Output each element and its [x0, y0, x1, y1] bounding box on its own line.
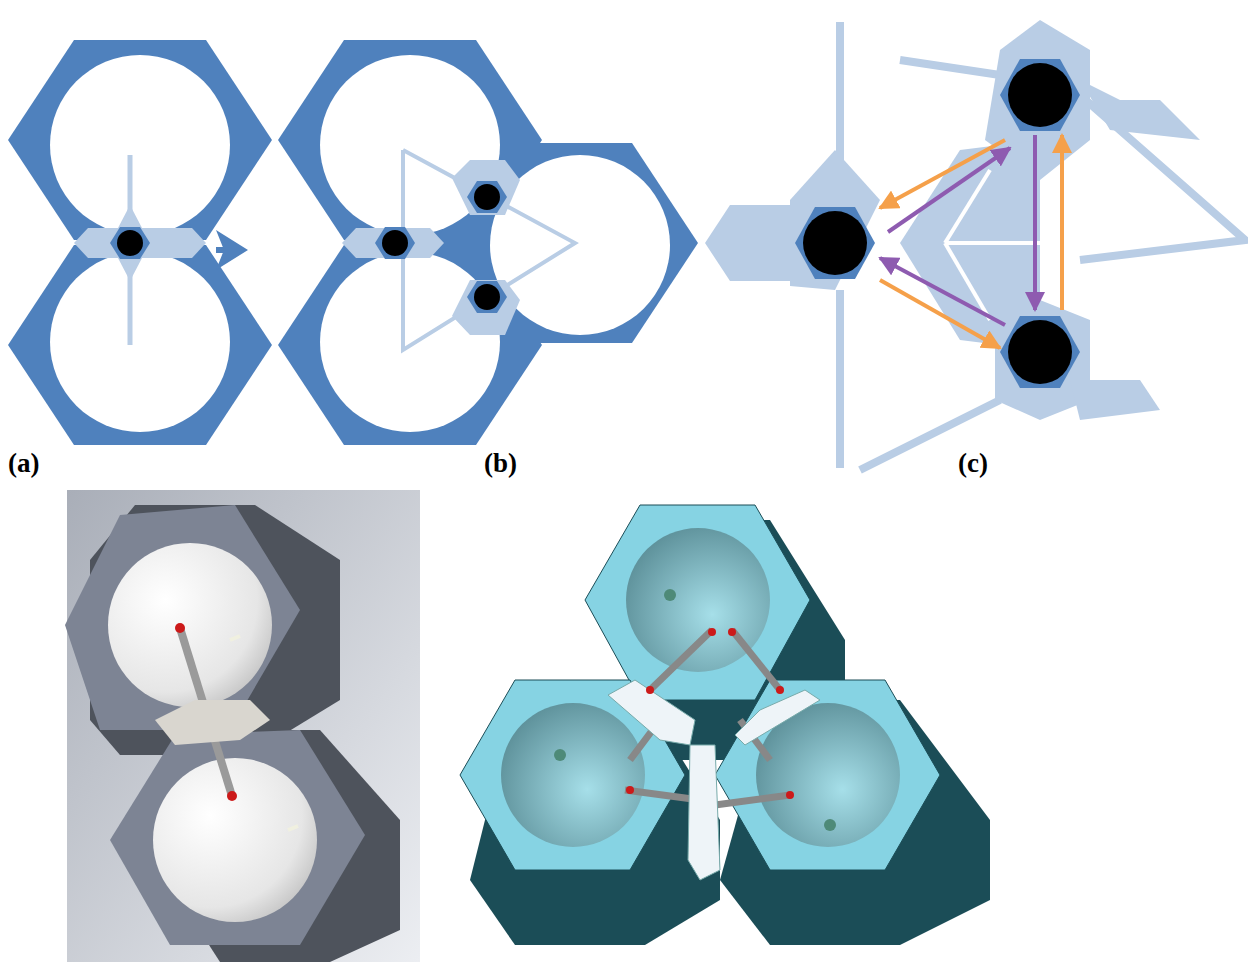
panel-label: (b) — [484, 450, 517, 477]
render-three-cells — [460, 505, 990, 945]
panel-b — [278, 40, 698, 445]
panel-label: (a) — [8, 450, 39, 477]
panel-c — [705, 20, 1245, 470]
panel-a — [8, 40, 272, 445]
render-two-cells — [65, 490, 420, 962]
panel-label: (c) — [958, 450, 988, 477]
